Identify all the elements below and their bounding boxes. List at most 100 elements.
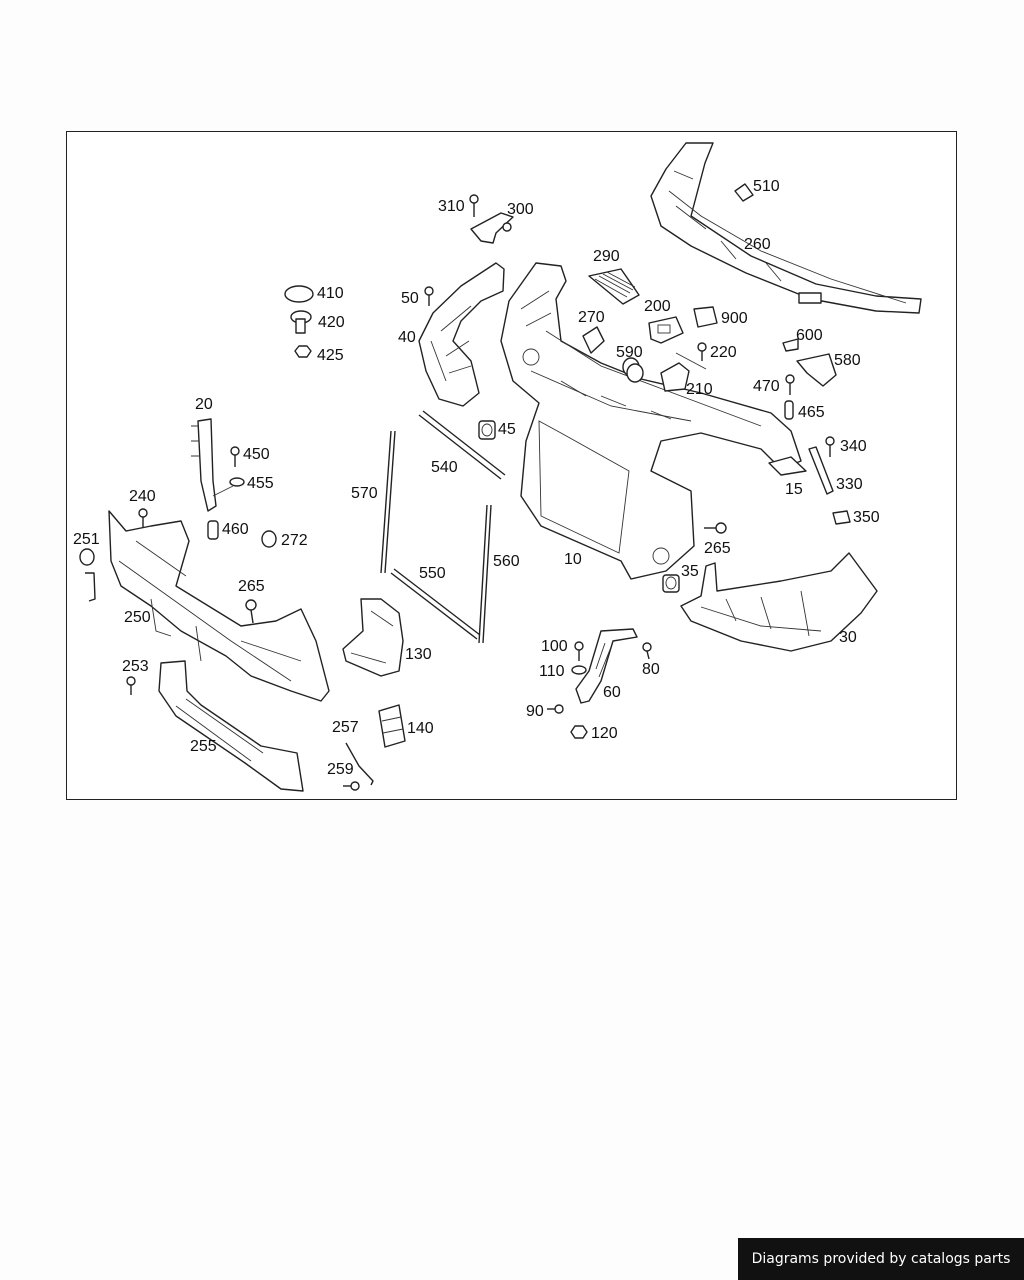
part-425-drawing xyxy=(294,345,312,358)
part-number-240: 240 xyxy=(129,488,156,505)
part-number-560: 560 xyxy=(493,553,520,570)
part-number-210: 210 xyxy=(686,381,713,398)
parts-diagram: 510 260 310 300 290 410 50 200 900 270 4… xyxy=(73,142,922,792)
part-number-465: 465 xyxy=(798,404,825,421)
part-580-drawing xyxy=(796,353,837,387)
part-number-580: 580 xyxy=(834,352,861,369)
part-570-seal-drawing xyxy=(380,430,396,574)
part-number-410: 410 xyxy=(317,285,344,302)
part-number-570: 570 xyxy=(351,485,378,502)
part-number-120: 120 xyxy=(591,725,618,742)
part-number-540: 540 xyxy=(431,459,458,476)
part-590-drawing xyxy=(622,357,644,383)
part-270-drawing xyxy=(582,326,605,354)
part-number-253: 253 xyxy=(122,658,149,675)
part-number-470: 470 xyxy=(753,378,780,395)
part-number-340: 340 xyxy=(840,438,867,455)
part-310-bolt-drawing xyxy=(469,194,479,217)
part-number-259: 259 xyxy=(327,761,354,778)
part-number-272: 272 xyxy=(281,532,308,549)
part-number-290: 290 xyxy=(593,248,620,265)
part-number-455: 455 xyxy=(247,475,274,492)
part-50-bolt-drawing xyxy=(424,286,434,306)
part-number-250: 250 xyxy=(124,609,151,626)
part-number-900: 900 xyxy=(721,310,748,327)
part-number-350: 350 xyxy=(853,509,880,526)
part-100-bolt-drawing xyxy=(574,641,584,661)
part-20-drawing xyxy=(191,418,217,512)
part-265-bolt-right-drawing xyxy=(704,522,727,534)
part-45-drawing xyxy=(478,420,496,440)
part-420-drawing xyxy=(290,310,312,334)
part-465-drawing xyxy=(784,400,794,420)
part-257-drawing xyxy=(345,742,374,786)
part-255-drawing xyxy=(158,660,304,792)
part-number-450: 450 xyxy=(243,446,270,463)
part-number-255: 255 xyxy=(190,738,217,755)
part-253-bolt-drawing xyxy=(126,676,136,695)
part-number-90: 90 xyxy=(526,703,544,720)
part-number-15: 15 xyxy=(785,481,803,498)
parts-diagram-frame: 510 260 310 300 290 410 50 200 900 270 4… xyxy=(66,131,957,800)
part-number-40: 40 xyxy=(398,329,416,346)
part-900-drawing xyxy=(693,306,718,328)
part-number-460: 460 xyxy=(222,521,249,538)
part-number-310: 310 xyxy=(438,198,465,215)
part-250-drawing xyxy=(108,510,330,702)
part-number-510: 510 xyxy=(753,178,780,195)
part-number-20: 20 xyxy=(195,396,213,413)
credit-banner: Diagrams provided by catalogs parts xyxy=(738,1238,1024,1280)
part-259-bolt-drawing xyxy=(343,781,360,791)
part-272-drawing xyxy=(261,530,277,548)
part-265-bolt-left-drawing xyxy=(245,599,257,624)
part-10-drawing xyxy=(500,262,802,580)
part-450-bolt-drawing xyxy=(230,446,240,467)
part-30-drawing xyxy=(680,552,878,652)
part-80-bolt-drawing xyxy=(642,642,652,660)
part-number-260: 260 xyxy=(744,236,771,253)
part-number-257: 257 xyxy=(332,719,359,736)
part-number-50: 50 xyxy=(401,290,419,307)
part-number-200: 200 xyxy=(644,298,671,315)
part-140-drawing xyxy=(378,704,406,748)
part-200-drawing xyxy=(648,316,684,344)
part-251-drawing xyxy=(79,548,96,602)
part-460-drawing xyxy=(207,520,219,540)
part-300-drawing xyxy=(470,212,514,244)
part-15-drawing xyxy=(768,456,807,476)
part-number-251: 251 xyxy=(73,531,100,548)
part-number-420: 420 xyxy=(318,314,345,331)
part-number-590: 590 xyxy=(616,344,643,361)
part-220-bolt-drawing xyxy=(697,342,707,361)
part-240-bolt-drawing xyxy=(138,508,148,527)
part-340-bolt-drawing xyxy=(825,436,835,457)
part-number-270: 270 xyxy=(578,309,605,326)
part-330-drawing xyxy=(808,446,834,495)
part-410-drawing xyxy=(284,285,314,303)
part-number-425: 425 xyxy=(317,347,344,364)
part-470-bolt-drawing xyxy=(785,374,795,395)
credit-text: Diagrams provided by catalogs parts xyxy=(751,1251,1011,1267)
part-130-drawing xyxy=(342,598,404,677)
part-number-265-right: 265 xyxy=(704,540,731,557)
part-120-nut-drawing xyxy=(570,725,588,739)
part-540-seal-drawing xyxy=(418,410,506,480)
leader-line xyxy=(675,352,707,370)
part-290-drawing xyxy=(588,268,640,305)
part-600-drawing xyxy=(782,338,799,352)
part-number-35: 35 xyxy=(681,563,699,580)
part-210-drawing xyxy=(660,362,690,392)
part-350-drawing xyxy=(832,510,851,525)
leader-line xyxy=(212,485,234,497)
part-number-140: 140 xyxy=(407,720,434,737)
part-number-600: 600 xyxy=(796,327,823,344)
part-number-30: 30 xyxy=(839,629,857,646)
part-110-drawing xyxy=(571,665,587,675)
part-number-100: 100 xyxy=(541,638,568,655)
part-560-seal-drawing xyxy=(478,504,492,644)
part-number-10: 10 xyxy=(564,551,582,568)
part-number-45: 45 xyxy=(498,421,516,438)
part-number-550: 550 xyxy=(419,565,446,582)
part-number-130: 130 xyxy=(405,646,432,663)
part-number-330: 330 xyxy=(836,476,863,493)
